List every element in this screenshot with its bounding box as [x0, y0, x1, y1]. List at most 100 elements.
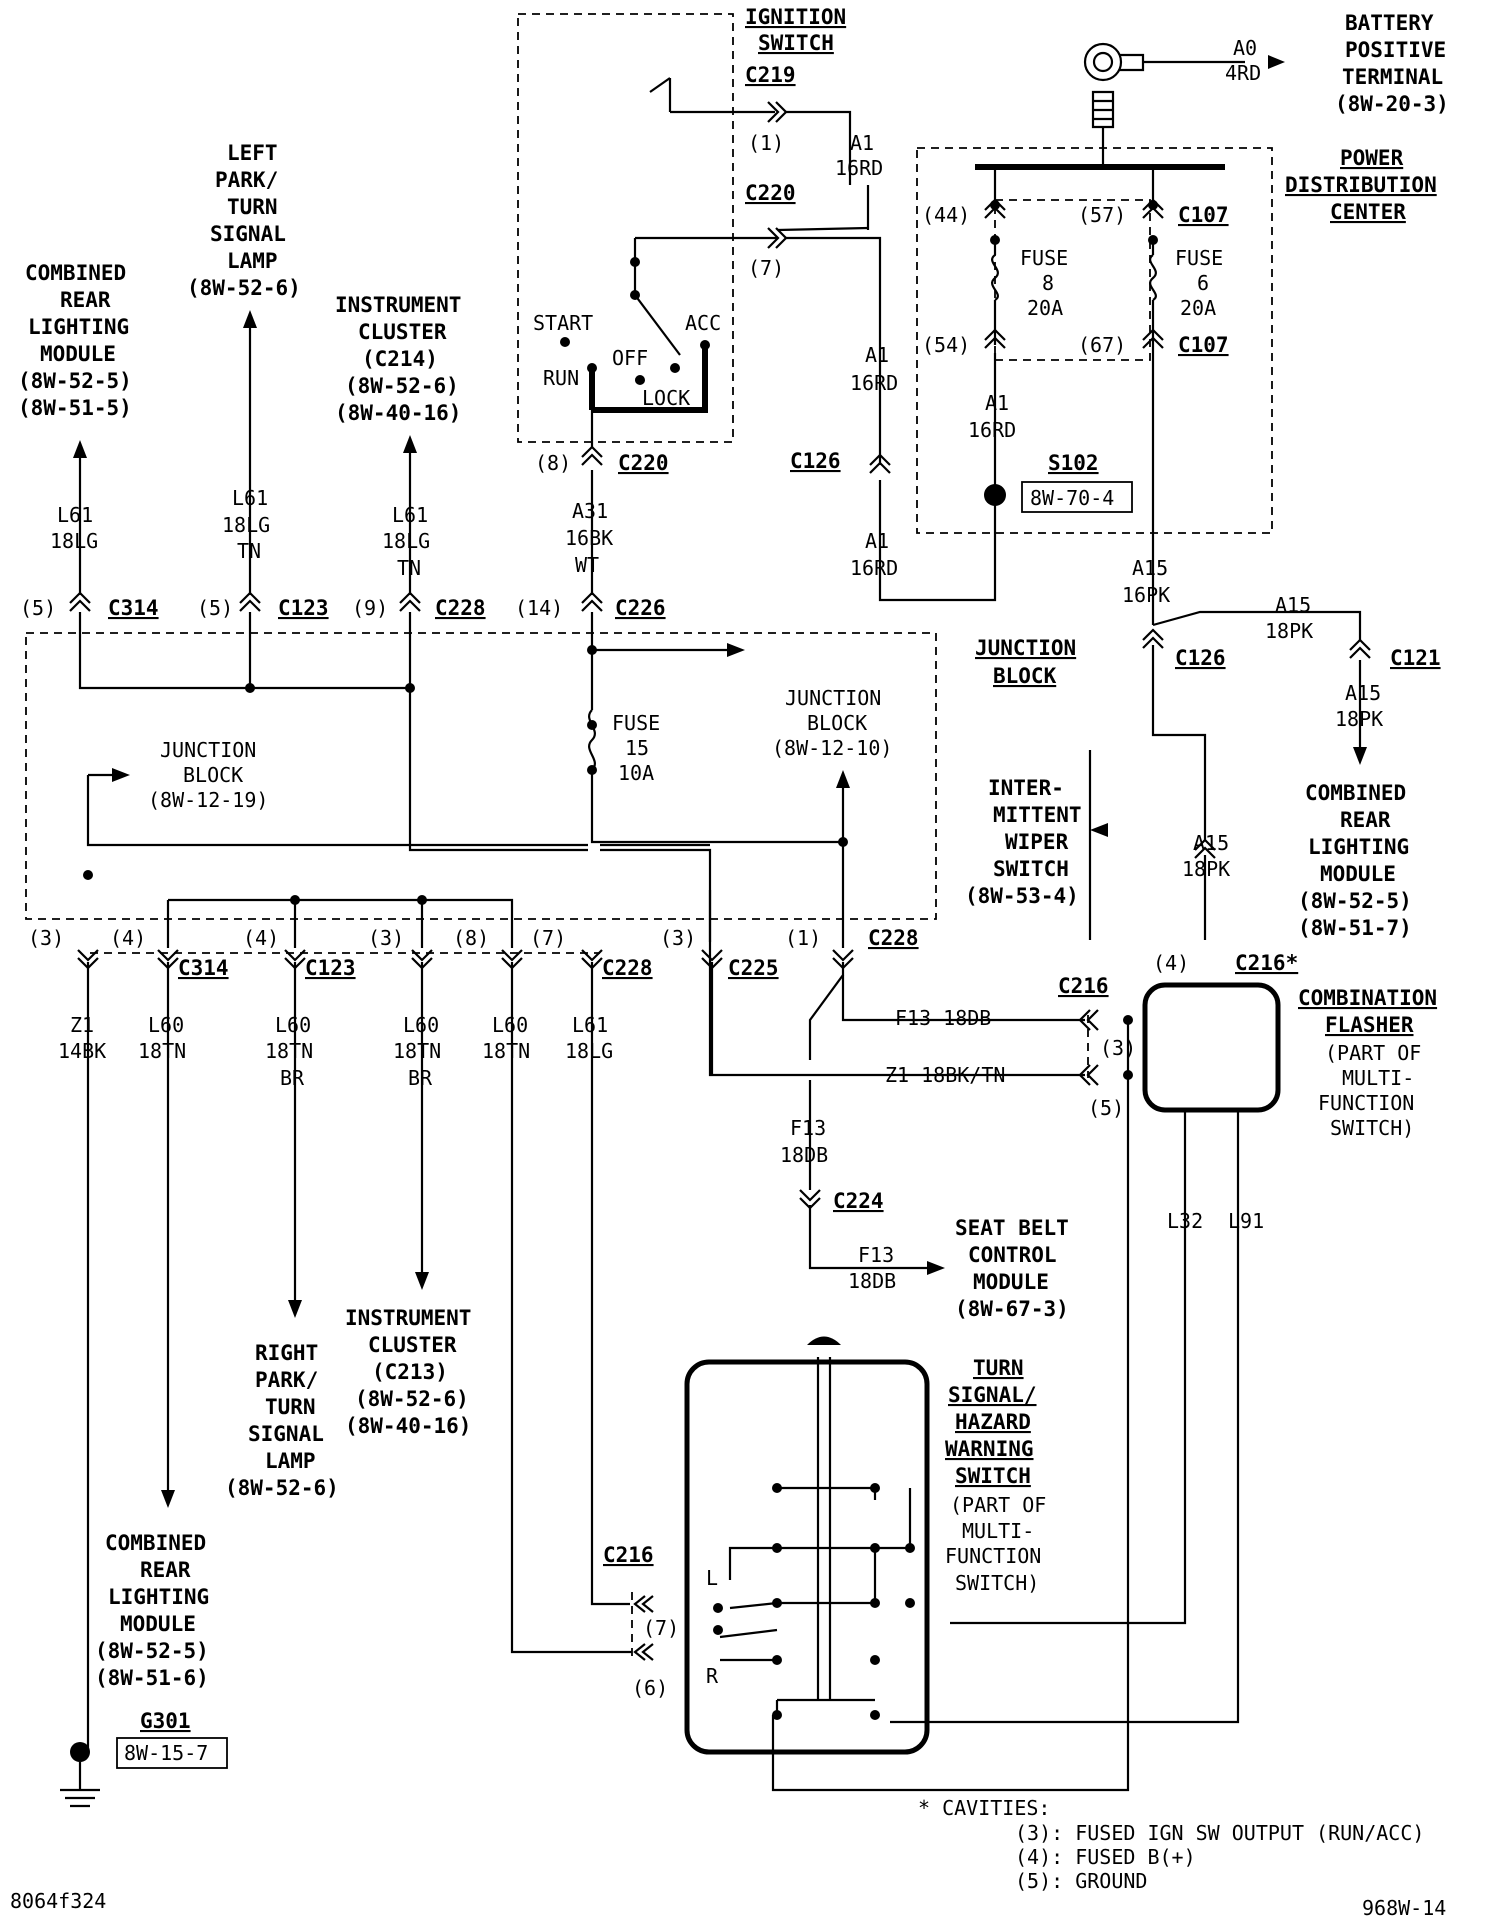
cav-7-mid: (7)	[530, 926, 566, 950]
cav-7-switch: (7)	[643, 1616, 679, 1640]
start-label: START	[533, 311, 593, 335]
crl-right-3: LIGHTING	[1308, 835, 1409, 859]
tss-4: WARNING	[945, 1437, 1034, 1461]
a1-top: A1	[850, 131, 874, 155]
ic-bottom-1: INSTRUMENT	[345, 1306, 471, 1330]
l61-mid-2: 18LG	[222, 513, 270, 537]
z1-14bk-2: 14BK	[58, 1039, 106, 1063]
l61-right: L61	[392, 503, 428, 527]
cav-5-c123: (5)	[197, 596, 233, 620]
cav-4-c123: (4)	[243, 926, 279, 950]
cav-54: (54)	[922, 333, 970, 357]
a31-label-3: WT	[575, 553, 599, 577]
jb1210-2: BLOCK	[807, 711, 867, 735]
l32-label: L32	[1167, 1209, 1203, 1233]
crl-bottom-2: REAR	[140, 1558, 191, 1582]
battery-3: TERMINAL	[1342, 65, 1443, 89]
a1-mid: A1	[865, 343, 889, 367]
text-labels: IGNITION SWITCH C219 C220 (1) (7) A1 16R…	[10, 5, 1449, 1920]
lpl-6: (8W-52-6)	[187, 276, 301, 300]
connector-chevrons	[69, 101, 1371, 1661]
ic-top-4: (8W-52-6)	[345, 374, 459, 398]
l61-bottom-2: 18LG	[565, 1039, 613, 1063]
arrow-heads	[73, 55, 1367, 1508]
flasher-part-2: MULTI-	[1342, 1066, 1414, 1090]
ic-top-2: CLUSTER	[358, 320, 447, 344]
c216-star: C216*	[1235, 951, 1298, 975]
cavities-note-1: * CAVITIES:	[918, 1796, 1050, 1820]
cav-4-c314: (4)	[110, 926, 146, 950]
crl-right-4: MODULE	[1320, 862, 1396, 886]
flasher-2: FLASHER	[1325, 1013, 1414, 1037]
fuse8-3: 20A	[1027, 296, 1063, 320]
c224-label: C224	[833, 1189, 884, 1213]
lpl-1: LEFT	[227, 141, 278, 165]
crl-bottom-1: COMBINED	[105, 1531, 206, 1555]
l60-b: L60	[275, 1013, 311, 1037]
jb1210-1: JUNCTION	[785, 686, 881, 710]
cav-67: (67)	[1078, 333, 1126, 357]
tss-2: SIGNAL/	[948, 1383, 1037, 1407]
flasher-part-4: SWITCH)	[1330, 1116, 1414, 1140]
lpl-2: PARK/	[215, 168, 278, 192]
sbcm-2: CONTROL	[968, 1243, 1057, 1267]
run-label: RUN	[543, 366, 579, 390]
s102-label: S102	[1048, 451, 1099, 475]
crl-bottom-4: MODULE	[120, 1612, 196, 1636]
fuse8-1: FUSE	[1020, 246, 1068, 270]
fuse-6-icon	[1149, 254, 1157, 301]
crl-left-6: (8W-51-5)	[18, 396, 132, 420]
cavities-note-3: (4): FUSED B(+)	[1015, 1845, 1196, 1869]
l61-left: L61	[57, 503, 93, 527]
battery-terminal-icon	[1083, 42, 1245, 129]
flasher-part-1: (PART OF	[1325, 1041, 1421, 1065]
c228-bottom: C228	[602, 956, 653, 980]
a15-18pk-top-2: 18PK	[1265, 619, 1313, 643]
switch-contacts	[713, 1483, 915, 1720]
tss-part-2: MULTI-	[962, 1519, 1034, 1543]
c220-bottom-label: C220	[618, 451, 669, 475]
cav-3-c314: (3)	[28, 926, 64, 950]
ground-icon	[60, 1762, 100, 1808]
iws-3: WIPER	[1005, 830, 1069, 854]
f13-stack: F13	[790, 1116, 826, 1140]
a15-18pk-top: A15	[1275, 593, 1311, 617]
cav-3-c225: (3)	[660, 926, 696, 950]
f13-bottom: F13	[858, 1243, 894, 1267]
tss-part-4: SWITCH)	[955, 1571, 1039, 1595]
l60-a-2: 18TN	[138, 1039, 186, 1063]
cav-7-label: (7)	[748, 256, 784, 280]
sbcm-3: MODULE	[973, 1270, 1049, 1294]
rpl-2: PARK/	[255, 1368, 318, 1392]
battery-4: (8W-20-3)	[1335, 92, 1449, 116]
junction-block-enclosure	[25, 632, 937, 920]
s102-ref: 8W-70-4	[1030, 486, 1114, 510]
cav-1-label: (1)	[748, 131, 784, 155]
a1-mid-2: 16RD	[850, 371, 898, 395]
a0-label: A0	[1233, 36, 1257, 60]
r-mark: R	[706, 1664, 719, 1688]
crl-left-1: COMBINED	[25, 261, 126, 285]
l60-d-2: 18TN	[482, 1039, 530, 1063]
g301-label: G301	[140, 1709, 191, 1733]
cav-8-label: (8)	[535, 451, 571, 475]
crl-bottom-6: (8W-51-6)	[95, 1666, 209, 1690]
iws-2: MITTENT	[993, 803, 1082, 827]
f13-upper: F13 18DB	[895, 1006, 991, 1030]
c228-right: C228	[868, 926, 919, 950]
ic-top-1: INSTRUMENT	[335, 293, 461, 317]
g301-ref: 8W-15-7	[124, 1741, 208, 1765]
l91-label: L91	[1228, 1209, 1264, 1233]
ic-bottom-2: CLUSTER	[368, 1333, 457, 1357]
crl-left-5: (8W-52-5)	[18, 369, 132, 393]
fuse8-2: 8	[1042, 271, 1054, 295]
fuse15-3: 10A	[618, 761, 654, 785]
battery-2: POSITIVE	[1345, 38, 1446, 62]
combination-flasher-box	[1142, 982, 1281, 1113]
l60-b-2: 18TN	[265, 1039, 313, 1063]
tss-part-1: (PART OF	[950, 1493, 1046, 1517]
c216-switch: C216	[603, 1543, 654, 1567]
ic-bottom-5: (8W-40-16)	[345, 1414, 471, 1438]
flasher-1: COMBINATION	[1298, 986, 1437, 1010]
a31-label-2: 16BK	[565, 526, 613, 550]
